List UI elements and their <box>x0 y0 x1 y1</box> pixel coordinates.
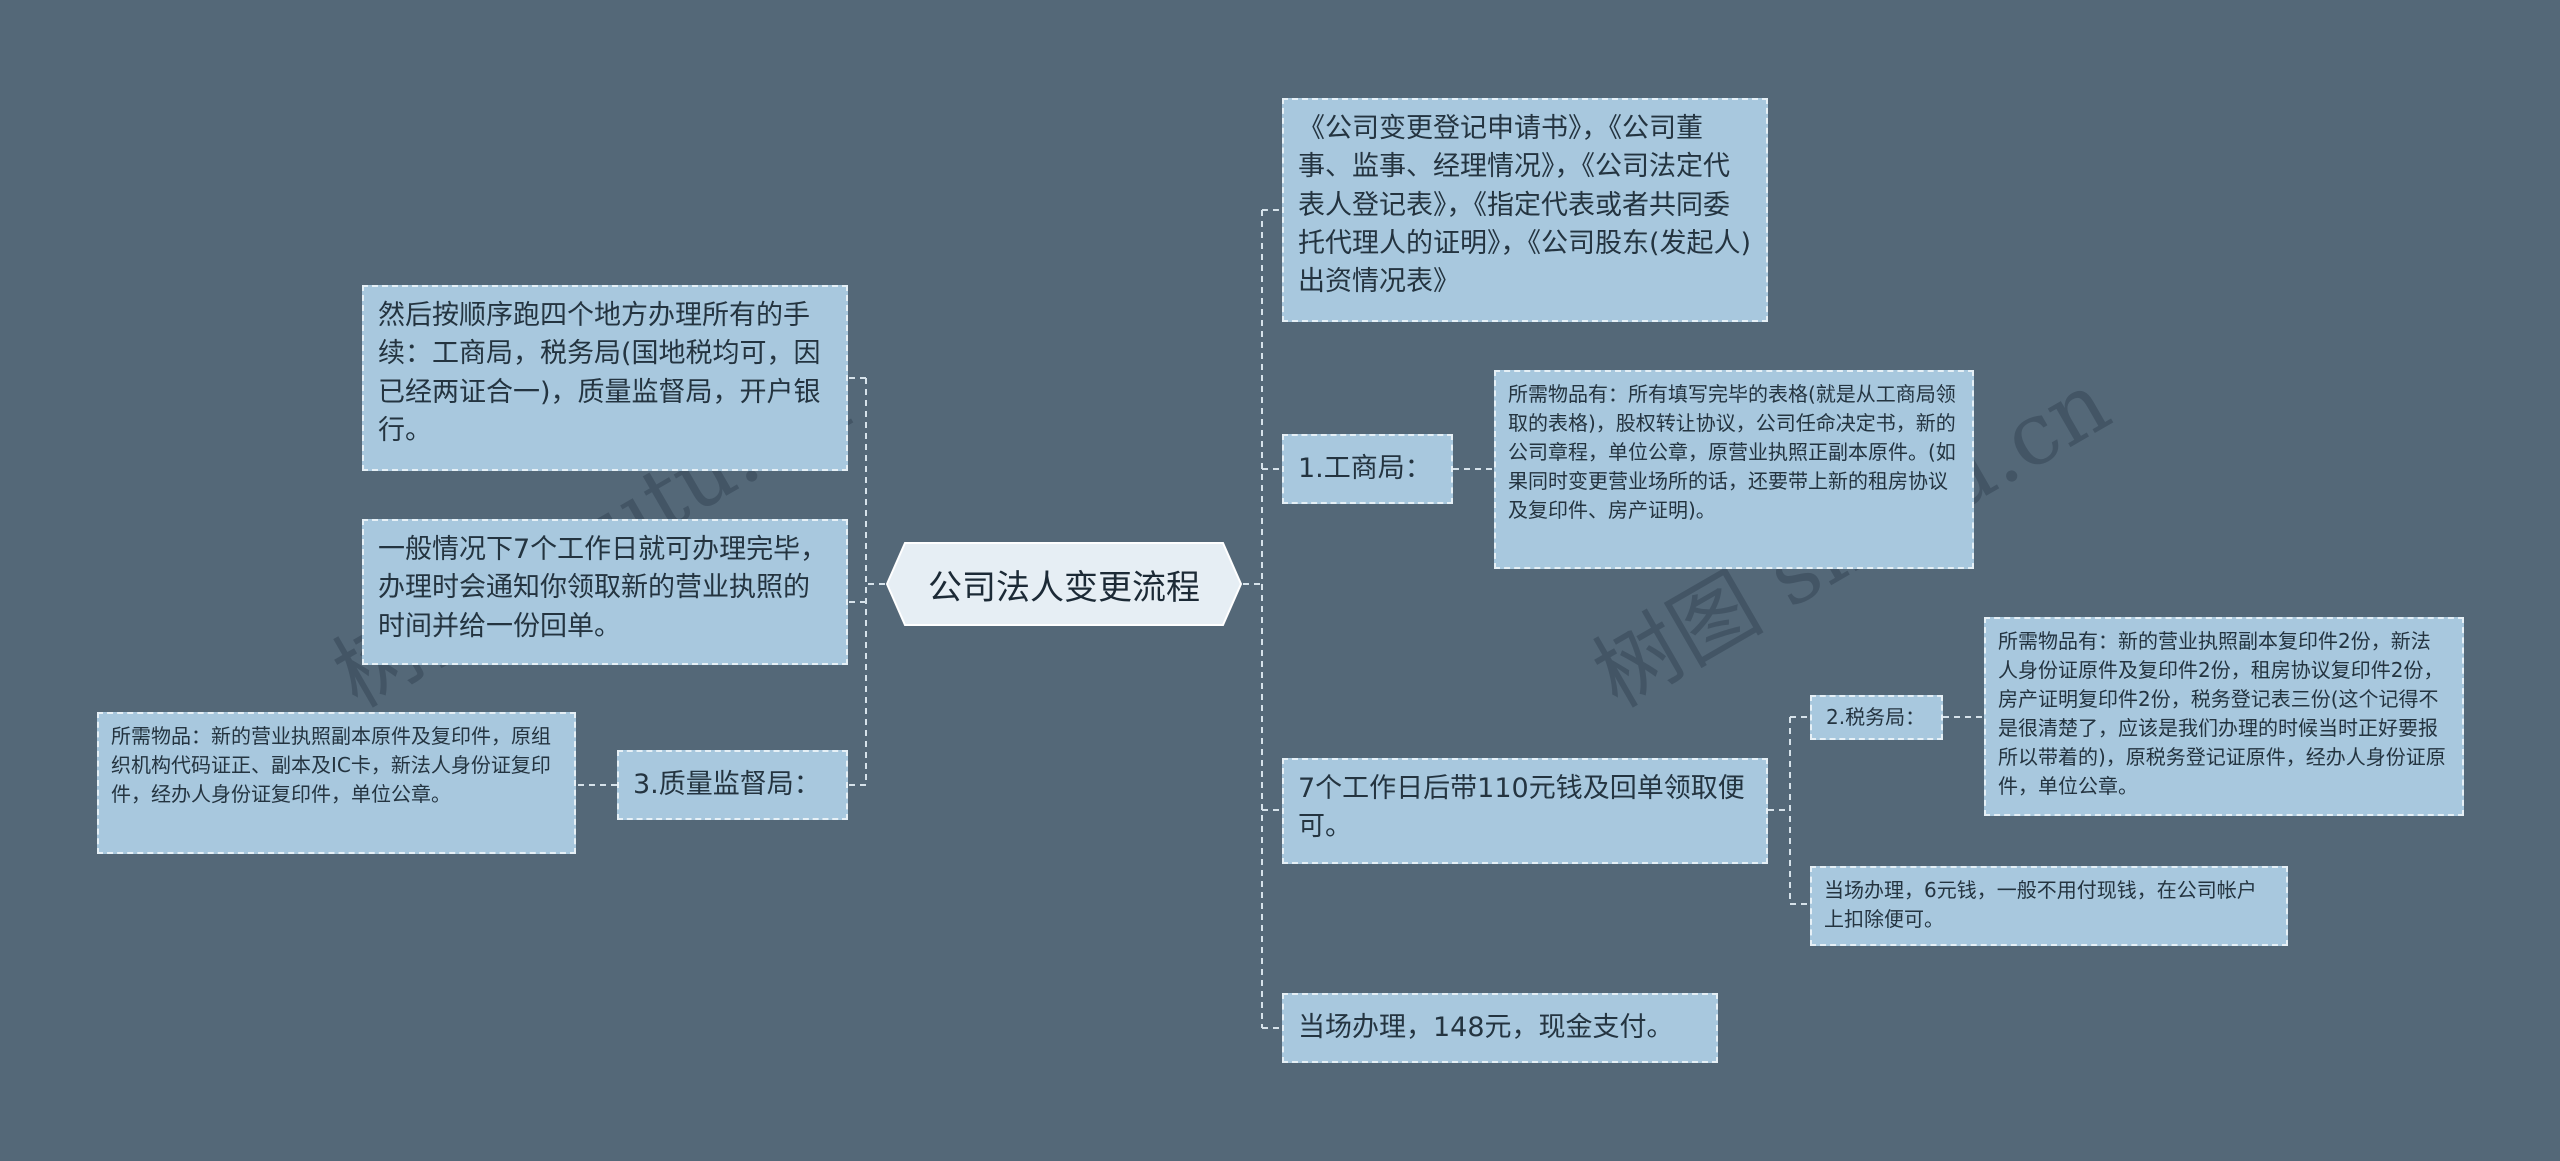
industry-bureau-materials-node[interactable]: 所需物品有：所有填写完毕的表格(就是从工商局领取的表格)，股权转让协议，公司任命… <box>1494 370 1974 569</box>
root-topic-label: 公司法人变更流程 <box>928 567 1200 608</box>
tax-bureau-node[interactable]: 2.税务局： <box>1810 695 1943 740</box>
root-topic[interactable]: 公司法人变更流程 <box>885 541 1243 627</box>
quality-bureau-node[interactable]: 3.质量监督局： <box>617 750 848 820</box>
quality-bureau-materials-node[interactable]: 所需物品：新的营业执照副本原件及复印件，原组织机构代码证正、副本及IC卡，新法人… <box>97 712 576 854</box>
onsite-payment-node[interactable]: 当场办理，148元，现金支付。 <box>1282 993 1718 1063</box>
tax-fee-node[interactable]: 当场办理，6元钱，一般不用付现钱，在公司帐户上扣除便可。 <box>1810 866 2288 946</box>
pickup-node[interactable]: 7个工作日后带110元钱及回单领取便可。 <box>1282 758 1768 864</box>
step-order-node[interactable]: 然后按顺序跑四个地方办理所有的手续：工商局，税务局(国地税均可，因已经两证合一)… <box>362 285 848 471</box>
duration-node[interactable]: 一般情况下7个工作日就可办理完毕，办理时会通知你领取新的营业执照的时间并给一份回… <box>362 519 848 665</box>
forms-node[interactable]: 《公司变更登记申请书》，《公司董事、监事、经理情况》，《公司法定代表人登记表》，… <box>1282 98 1768 322</box>
tax-bureau-materials-node[interactable]: 所需物品有：新的营业执照副本复印件2份，新法人身份证原件及复印件2份，租房协议复… <box>1984 617 2464 816</box>
industry-bureau-node[interactable]: 1.工商局： <box>1282 434 1453 504</box>
